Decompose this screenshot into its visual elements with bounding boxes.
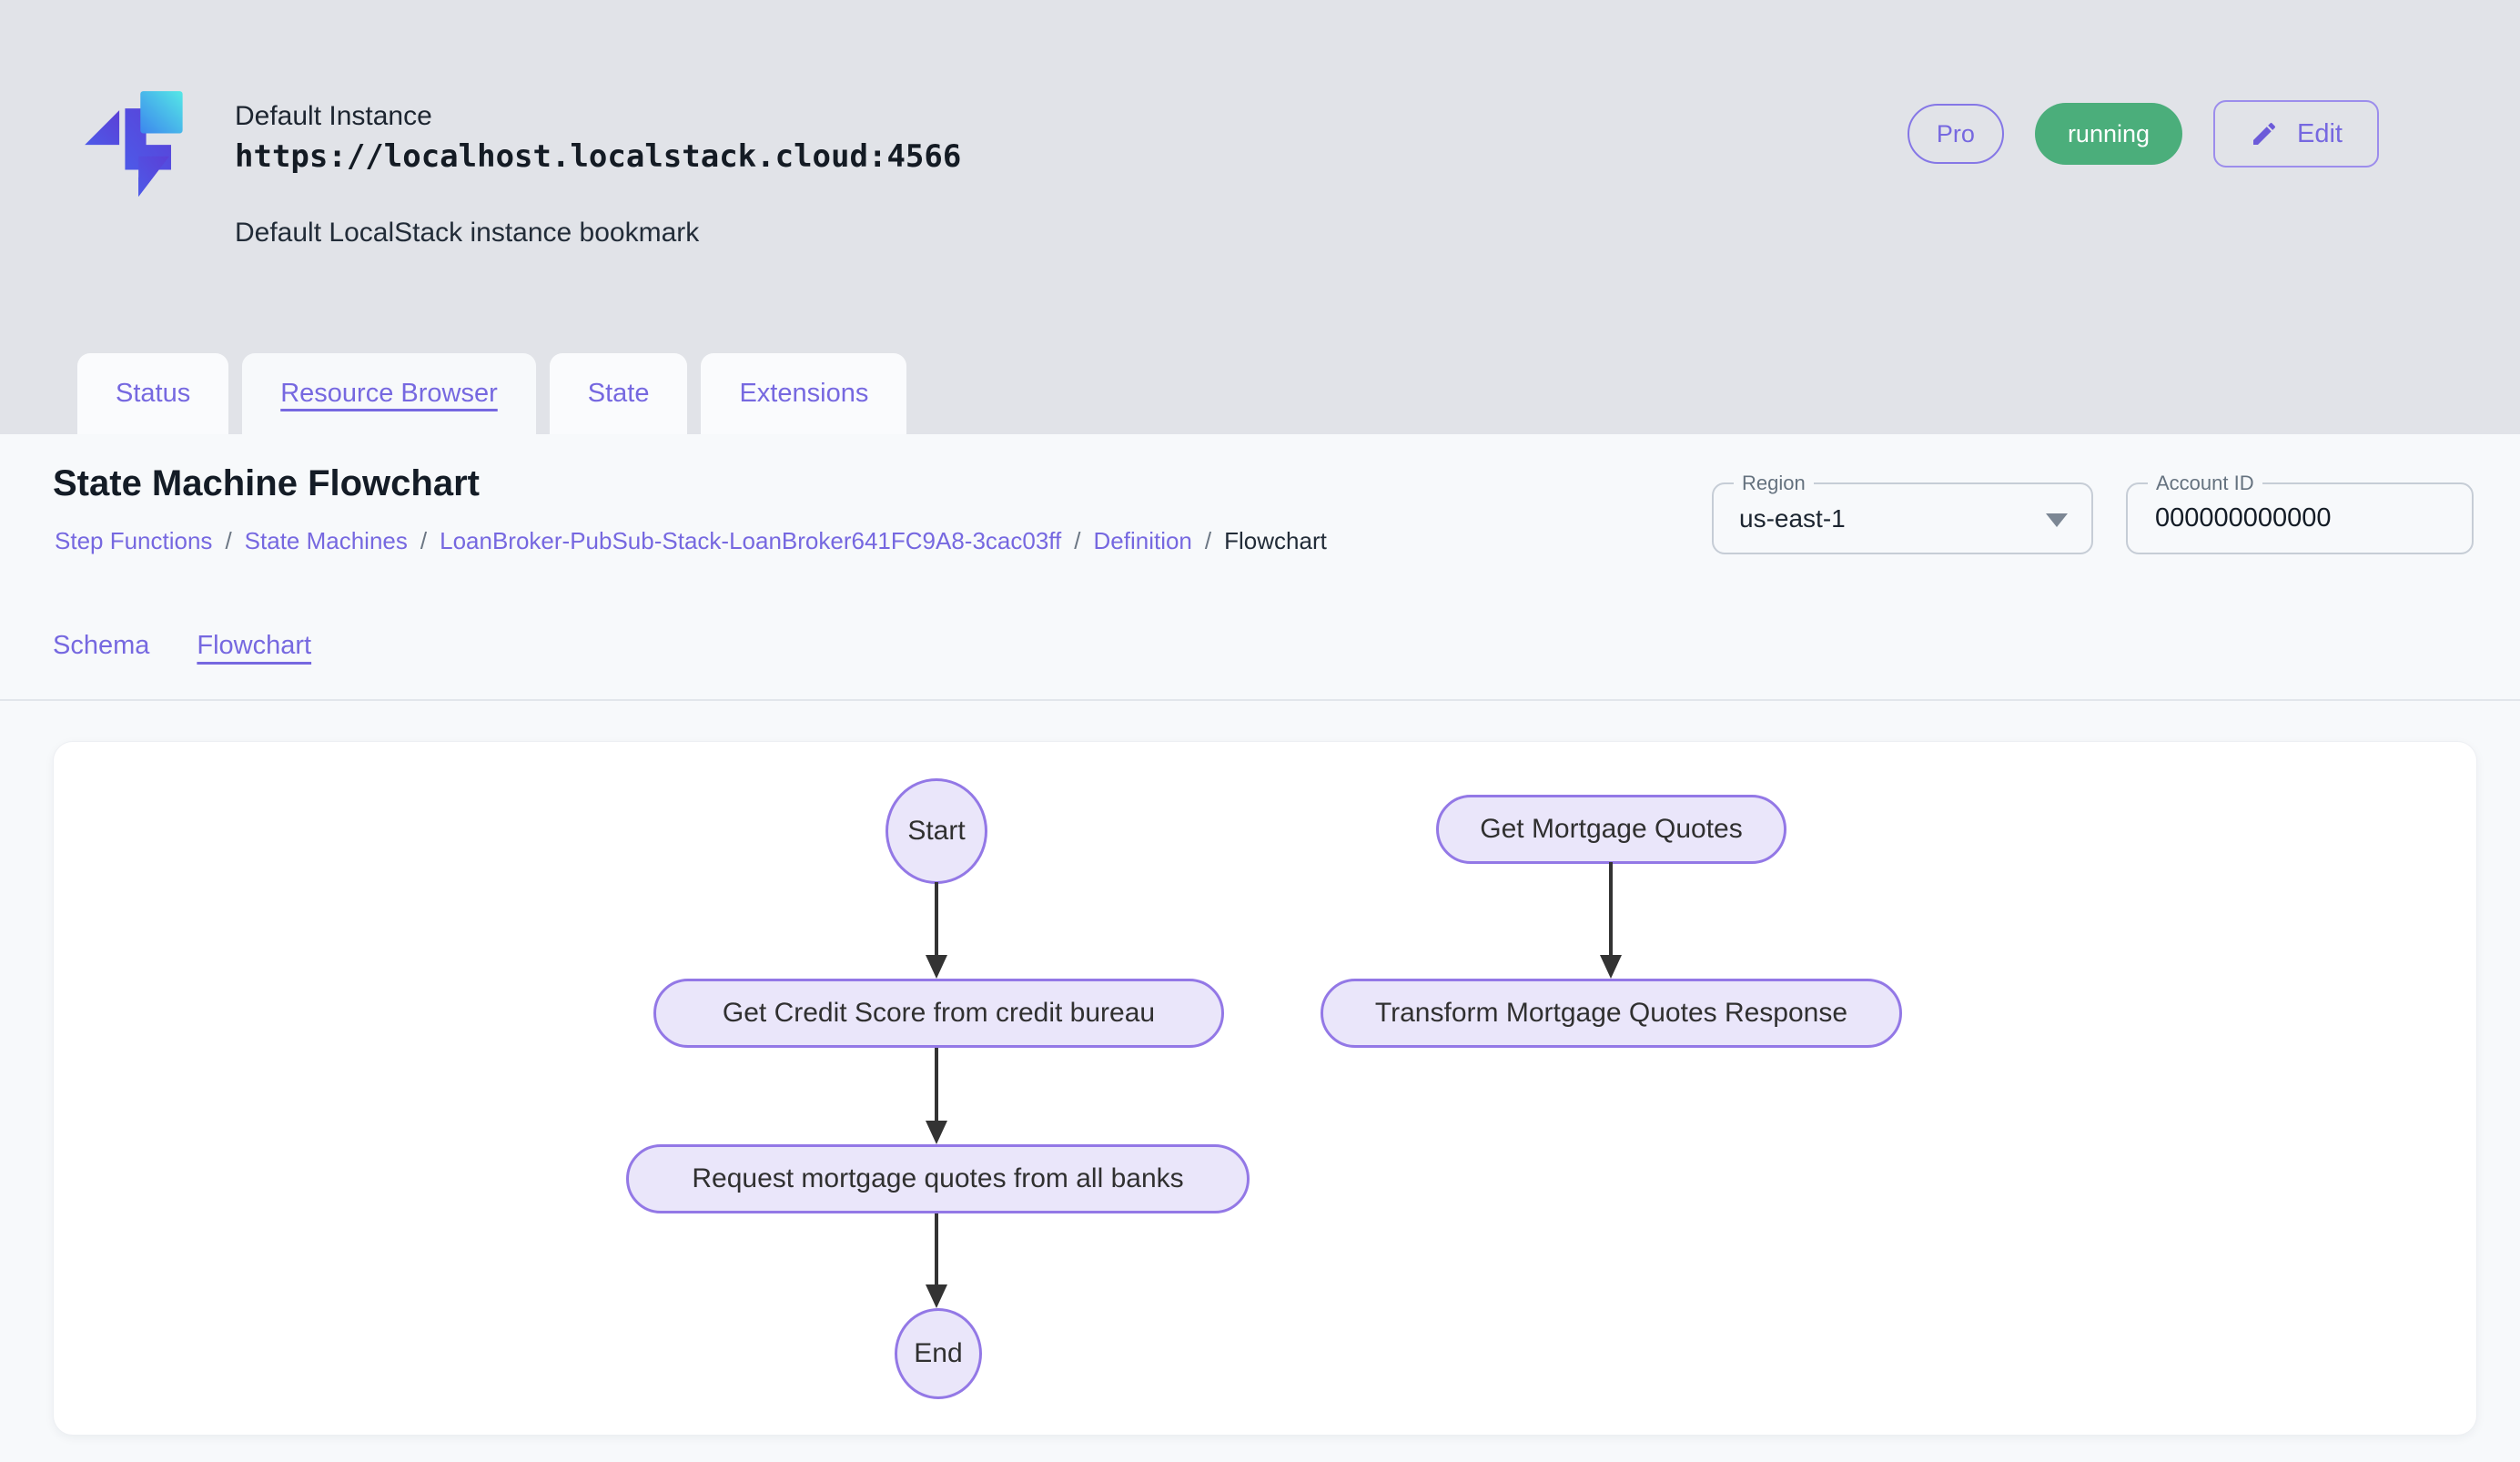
flowchart-edge — [935, 882, 938, 957]
arrowhead-icon — [1600, 955, 1622, 979]
tab-extensions[interactable]: Extensions — [701, 353, 907, 434]
flowchart-edge — [935, 1213, 938, 1286]
node-label: Transform Mortgage Quotes Response — [1374, 998, 1848, 1028]
chevron-down-icon — [2046, 513, 2068, 527]
flowchart-node-get-credit-score: Get Credit Score from credit bureau — [653, 979, 1224, 1048]
breadcrumb-definition[interactable]: Definition — [1093, 527, 1192, 554]
tab-resource-browser-label: Resource Browser — [280, 379, 498, 408]
status-badge-label: running — [2067, 119, 2151, 147]
definition-subtabs: Schema Flowchart — [53, 631, 311, 666]
breadcrumb-step-functions[interactable]: Step Functions — [55, 527, 213, 554]
node-label: Get Mortgage Quotes — [1480, 814, 1743, 844]
subtab-schema[interactable]: Schema — [53, 631, 150, 660]
breadcrumb-current: Flowchart — [1224, 527, 1327, 554]
instance-url: https://localhost.localstack.cloud:4566 — [235, 138, 962, 175]
arrowhead-icon — [926, 955, 947, 979]
tab-resource-browser[interactable]: Resource Browser — [242, 353, 536, 434]
page-title: State Machine Flowchart — [53, 463, 480, 503]
breadcrumb-separator: / — [1074, 527, 1081, 554]
flowchart-node-end: End — [895, 1308, 982, 1399]
node-label: Start — [907, 816, 966, 846]
divider — [0, 699, 2520, 701]
region-select-label: Region — [1734, 472, 1814, 495]
breadcrumb-state-machines[interactable]: State Machines — [244, 527, 408, 554]
pro-badge: Pro — [1907, 104, 2004, 164]
region-select-value: us-east-1 — [1739, 503, 1846, 533]
breadcrumb-state-machine-name[interactable]: LoanBroker-PubSub-Stack-LoanBroker641FC9… — [440, 527, 1062, 554]
flowchart-node-get-mortgage-quotes: Get Mortgage Quotes — [1436, 795, 1786, 864]
region-select[interactable]: Region us-east-1 — [1712, 472, 2093, 554]
node-label: Get Credit Score from credit bureau — [722, 998, 1156, 1028]
edit-button[interactable]: Edit — [2213, 100, 2379, 168]
instance-name: Default Instance — [235, 101, 432, 131]
account-id-field: Account ID — [2126, 472, 2474, 554]
flowchart-node-request-quotes: Request mortgage quotes from all banks — [626, 1144, 1250, 1213]
flowchart-edge — [935, 1048, 938, 1122]
node-label: End — [914, 1338, 963, 1368]
account-id-label: Account ID — [2148, 472, 2262, 495]
tab-extensions-label: Extensions — [739, 379, 869, 408]
node-label: Request mortgage quotes from all banks — [692, 1163, 1184, 1193]
subtab-flowchart[interactable]: Flowchart — [197, 631, 312, 660]
flowchart-node-transform-response: Transform Mortgage Quotes Response — [1321, 979, 1902, 1048]
tab-status[interactable]: Status — [77, 353, 229, 434]
flowchart-edge — [1609, 862, 1613, 957]
breadcrumb-separator: / — [1204, 527, 1212, 554]
resource-browser-panel: State Machine Flowchart Step Functions /… — [0, 434, 2520, 1462]
header-actions: Pro running Edit — [1907, 100, 2379, 168]
breadcrumb: Step Functions / State Machines / LoanBr… — [55, 527, 1327, 555]
edit-button-label: Edit — [2297, 118, 2343, 148]
tab-state-label: State — [587, 379, 650, 408]
pro-badge-label: Pro — [1936, 119, 1975, 147]
tab-status-label: Status — [116, 379, 191, 408]
arrowhead-icon — [926, 1284, 947, 1308]
instance-info: Default Instance https://localhost.local… — [235, 98, 961, 251]
breadcrumb-separator: / — [225, 527, 232, 554]
status-badge: running — [2034, 103, 2183, 165]
flowchart-card: Start Get Credit Score from credit burea… — [53, 741, 2477, 1436]
account-id-input[interactable] — [2128, 503, 2472, 533]
arrowhead-icon — [926, 1121, 947, 1144]
pencil-icon — [2253, 122, 2276, 145]
tab-state[interactable]: State — [549, 353, 688, 434]
localstack-logo-icon — [85, 91, 183, 197]
breadcrumb-separator: / — [420, 527, 428, 554]
main-tabs: Status Resource Browser State Extensions — [77, 353, 907, 434]
instance-description: Default LocalStack instance bookmark — [235, 218, 700, 248]
flowchart-node-start: Start — [886, 778, 987, 884]
